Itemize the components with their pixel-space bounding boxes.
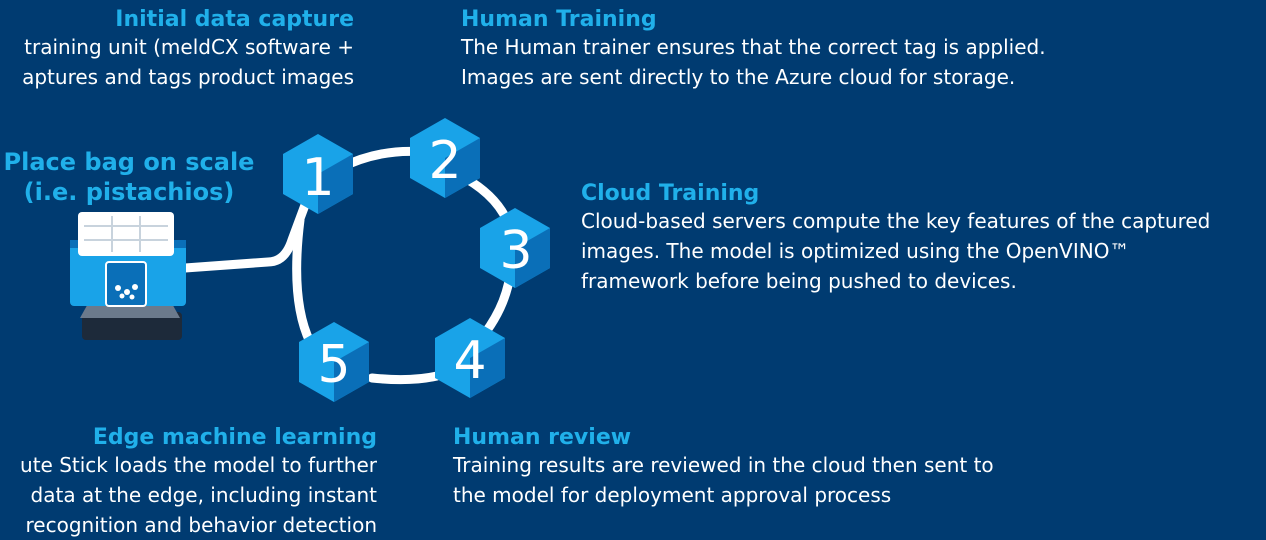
- step-1-line-1: training unit (meldCX software +: [24, 35, 354, 59]
- product-bag-icon: [105, 261, 147, 307]
- tablet-icon: [78, 212, 174, 256]
- scale-label: Place bag on scale (i.e. pistachios): [0, 147, 258, 207]
- scale-label-line-2: (i.e. pistachios): [23, 178, 235, 206]
- step-1-hexagon: 1: [283, 134, 353, 214]
- step-2-block: Human Training The Human trainer ensures…: [461, 8, 1046, 92]
- scale-connector: [180, 200, 310, 273]
- step-2-title: Human Training: [461, 7, 657, 32]
- step-1-title: Initial data capture: [115, 7, 354, 32]
- step-2-line-1: The Human trainer ensures that the corre…: [461, 35, 1046, 59]
- step-3-number: 3: [499, 221, 532, 281]
- step-4-block: Human review Training results are review…: [453, 426, 994, 510]
- step-4-hexagon: 4: [435, 318, 505, 398]
- step-3-line-2: images. The model is optimized using the…: [581, 239, 1130, 263]
- step-2-line-2: Images are sent directly to the Azure cl…: [461, 65, 1016, 89]
- step-3-line-3: framework before being pushed to devices…: [581, 269, 1017, 293]
- step-2-number: 2: [428, 131, 461, 191]
- scale-label-line-1: Place bag on scale: [3, 148, 255, 176]
- step-3-block: Cloud Training Cloud-based servers compu…: [581, 182, 1210, 296]
- step-5-line-2: data at the edge, including instant: [30, 483, 377, 507]
- step-2-hexagon: 2: [410, 118, 480, 198]
- step-4-number: 4: [453, 331, 486, 391]
- cycle-ring: [292, 146, 515, 385]
- step-1-line-2: aptures and tags product images: [22, 65, 354, 89]
- step-5-hexagon: 5: [299, 322, 369, 402]
- step-3-title: Cloud Training: [581, 181, 760, 206]
- step-3-line-1: Cloud-based servers compute the key feat…: [581, 209, 1211, 233]
- step-4-line-1: Training results are reviewed in the clo…: [453, 453, 994, 477]
- step-3-hexagon: 3: [480, 208, 550, 288]
- step-4-line-2: the model for deployment approval proces…: [453, 483, 892, 507]
- step-4-title: Human review: [453, 425, 632, 450]
- step-5-title: Edge machine learning: [92, 425, 377, 450]
- step-1-number: 1: [301, 148, 334, 208]
- step-5-line-3: recognition and behavior detection: [25, 513, 378, 537]
- step-5-line-1: ute Stick loads the model to further: [20, 453, 377, 477]
- step-5-number: 5: [317, 335, 350, 395]
- step-1-block: Initial data capture training unit (meld…: [0, 8, 354, 92]
- step-5-block: Edge machine learning ute Stick loads th…: [0, 426, 377, 540]
